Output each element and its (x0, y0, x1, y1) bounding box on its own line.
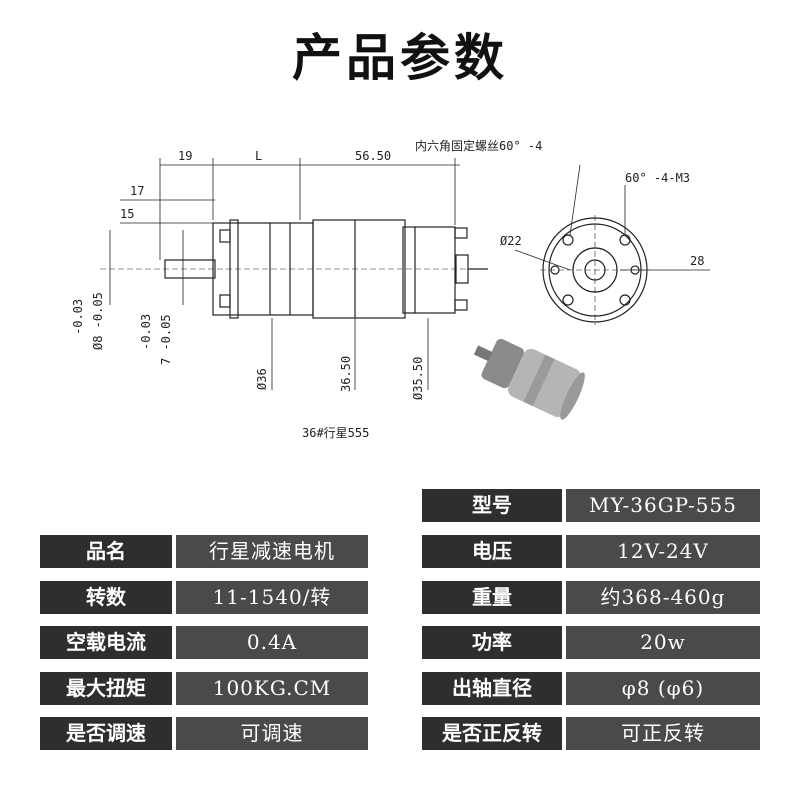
spec-key: 空载电流 (40, 626, 172, 659)
spec-value: φ8 (φ6) (566, 672, 760, 705)
spec-key: 重量 (422, 581, 562, 614)
page-title: 产品参数 (292, 28, 508, 87)
tol-b1: -0.03 (139, 314, 153, 350)
dim-17: 17 (130, 184, 144, 198)
tol-a1: -0.03 (71, 299, 85, 335)
spec-key: 电压 (422, 535, 562, 568)
technical-drawing: 19 L 56.50 17 15 -0.03 Ø8 -0.05 -0.03 7 … (71, 138, 710, 440)
spec-row-product-name: 品名 行星减速电机 (40, 535, 368, 568)
spec-key: 是否调速 (40, 717, 172, 750)
spec-row-speed-adjustable: 是否调速 可调速 (40, 717, 368, 750)
spec-key: 功率 (422, 626, 562, 659)
spec-value: 20w (566, 626, 760, 659)
spec-row-shaft-diameter: 出轴直径 φ8 (φ6) (422, 672, 760, 705)
spec-value: 约368-460g (566, 581, 760, 614)
spec-value: 11-1540/转 (176, 581, 368, 614)
spec-key: 型号 (422, 489, 562, 522)
spec-row-voltage: 电压 12V-24V (422, 535, 760, 568)
spec-value: MY-36GP-555 (566, 489, 760, 522)
tol-a2: Ø8 -0.05 (91, 292, 105, 350)
tol-b2: 7 -0.05 (159, 314, 173, 365)
dim-19: 19 (178, 149, 192, 163)
spec-row-model: 型号 MY-36GP-555 (422, 489, 760, 522)
spec-value: 可调速 (176, 717, 368, 750)
spec-value: 可正反转 (566, 717, 760, 750)
spec-key: 是否正反转 (422, 717, 562, 750)
spec-value: 0.4A (176, 626, 368, 659)
spec-key: 最大扭矩 (40, 672, 172, 705)
spec-key: 品名 (40, 535, 172, 568)
spec-row-power: 功率 20w (422, 626, 760, 659)
spec-row-max-torque: 最大扭矩 100KG.CM (40, 672, 368, 705)
dim-36-50: 36.50 (339, 356, 353, 392)
drawing-caption: 36#行星555 (302, 426, 369, 440)
dim-d22: Ø22 (500, 234, 522, 248)
hex-screw-note: 内六角固定螺丝60° -4 (415, 138, 542, 153)
spec-row-reversible: 是否正反转 可正反转 (422, 717, 760, 750)
thread-note: 60° -4-M3 (625, 171, 690, 185)
dim-56-50: 56.50 (355, 149, 391, 163)
dim-l: L (255, 149, 262, 163)
dim-d35-50: Ø35.50 (411, 357, 425, 400)
spec-key: 转数 (40, 581, 172, 614)
motor-illustration (473, 338, 585, 420)
spec-value: 100KG.CM (176, 672, 368, 705)
spec-key: 出轴直径 (422, 672, 562, 705)
spec-value: 行星减速电机 (176, 535, 368, 568)
dim-d36: Ø36 (255, 368, 269, 390)
spec-row-weight: 重量 约368-460g (422, 581, 760, 614)
dim-28: 28 (690, 254, 704, 268)
spec-value: 12V-24V (566, 535, 760, 568)
spec-row-speed: 转数 11-1540/转 (40, 581, 368, 614)
dim-15: 15 (120, 207, 134, 221)
spec-row-no-load-current: 空载电流 0.4A (40, 626, 368, 659)
